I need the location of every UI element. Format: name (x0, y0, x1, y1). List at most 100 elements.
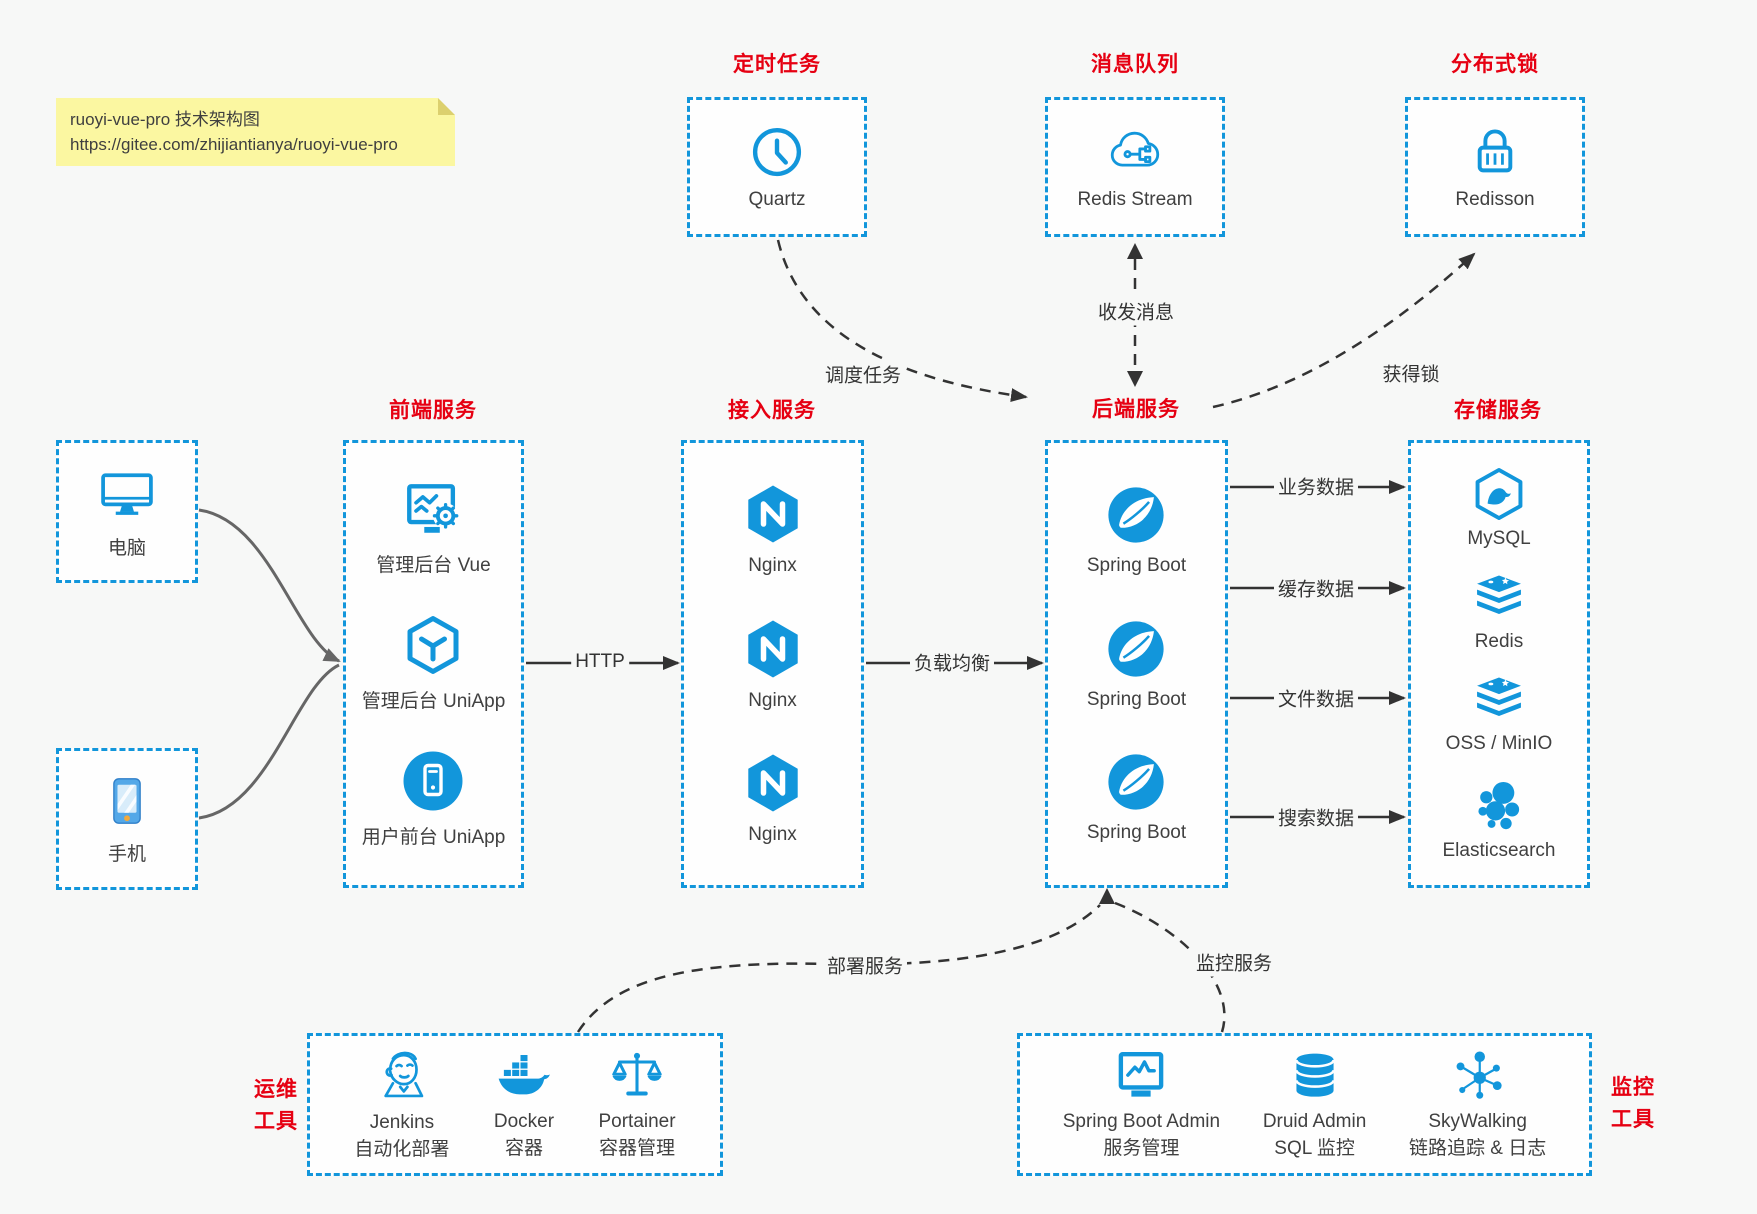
docker-label: Docker (493, 1110, 555, 1132)
group-title-storage: 存储服务 (1454, 399, 1542, 422)
frontend-item-admin-uniapp: 管理后台 UniApp (361, 613, 506, 713)
docker-labels: Docker 容器 (494, 1108, 554, 1162)
druid-labels: Druid Admin SQL 监控 (1263, 1108, 1367, 1162)
pc-client-label: 电脑 (107, 537, 146, 559)
edge-label-search-data: 搜索数据 (1273, 802, 1359, 832)
group-title-frontend: 前端服务 (389, 399, 477, 422)
gateway-box: Nginx Nginx Nginx (681, 440, 864, 888)
skywalking-nodes-icon (1456, 1051, 1502, 1099)
redis-stream-box: Redis Stream (1045, 97, 1225, 237)
nginx-icon (747, 620, 798, 677)
backend-box: Spring Boot Spring Boot Spring Boot (1045, 440, 1228, 888)
spring-boot-admin-icon (1119, 1051, 1164, 1097)
edge-label-acquire-lock: 获得锁 (1378, 358, 1444, 388)
mysql-icon (1475, 467, 1523, 520)
note-fold-corner (438, 98, 455, 115)
ops-title-line2: 工具 (254, 1110, 298, 1133)
spring-boot-icon (1108, 487, 1165, 543)
docker-icon (498, 1054, 550, 1094)
skywalking-labels: SkyWalking 链路追踪 & 日志 (1409, 1108, 1546, 1162)
edge-label-monitor-service: 监控服务 (1191, 947, 1277, 977)
edge-label-load-balance: 负载均衡 (909, 647, 995, 677)
pc-client-item: 电脑 (96, 464, 158, 560)
gateway-item-nginx-1: Nginx (741, 482, 805, 577)
edge-label-deploy-service: 部署服务 (822, 950, 908, 980)
edge-label-messages: 收发消息 (1093, 296, 1179, 326)
elasticsearch-icon (1478, 782, 1520, 830)
pc-client-box: 电脑 (56, 440, 198, 583)
skywalking-sublabel: 链路追踪 & 日志 (1409, 1137, 1547, 1159)
monitor-item-skywalking: SkyWalking 链路追踪 & 日志 (1409, 1048, 1546, 1162)
desktop-icon (101, 472, 153, 515)
sba-sublabel: 服务管理 (1103, 1137, 1180, 1159)
redis-stack-icon (1477, 575, 1521, 614)
jenkins-label: Jenkins (369, 1111, 435, 1133)
spring-boot-label: Spring Boot (1086, 554, 1187, 576)
backend-item-spring-2: Spring Boot (1087, 618, 1186, 711)
storage-item-oss-minio: OSS / MinIO (1445, 675, 1553, 755)
docker-sublabel: 容器 (504, 1137, 543, 1159)
monitor-title-line2: 工具 (1611, 1108, 1655, 1131)
quartz-box: Quartz (687, 97, 867, 237)
druid-sublabel: SQL 监控 (1274, 1137, 1355, 1159)
spring-boot-icon (1108, 754, 1165, 810)
oss-minio-label: OSS / MinIO (1445, 733, 1553, 755)
group-title-backend: 后端服务 (1092, 398, 1180, 421)
elasticsearch-label: Elasticsearch (1442, 840, 1556, 862)
admin-uniapp-label: 管理后台 UniApp (361, 691, 506, 712)
mobile-circle-icon (403, 751, 463, 811)
redis-stream-label: Redis Stream (1077, 188, 1193, 210)
note-title: ruoyi-vue-pro 技术架构图 (70, 110, 260, 129)
group-title-scheduled-task: 定时任务 (733, 53, 821, 76)
redis-stream-item: Redis Stream (1077, 124, 1193, 211)
redisson-box: Redisson (1405, 97, 1585, 237)
admin-vue-label: 管理后台 Vue (376, 555, 491, 576)
nginx-label: Nginx (748, 555, 797, 577)
portainer-scales-icon (612, 1052, 662, 1095)
phone-client-item: 手机 (98, 772, 156, 866)
monitor-item-sba: Spring Boot Admin 服务管理 (1063, 1048, 1220, 1162)
group-title-gateway: 接入服务 (728, 399, 816, 422)
cloud-stream-icon (1110, 131, 1160, 167)
spring-boot-label: Spring Boot (1086, 688, 1187, 710)
jenkins-sublabel: 自动化部署 (354, 1138, 450, 1160)
portainer-label: Portainer (598, 1110, 676, 1132)
edge-label-file-data: 文件数据 (1273, 683, 1359, 713)
ops-item-jenkins: Jenkins 自动化部署 (354, 1047, 449, 1163)
druid-database-icon (1294, 1053, 1335, 1097)
storage-item-redis: Redis (1471, 573, 1527, 653)
druid-label: Druid Admin (1262, 1110, 1367, 1132)
ops-tools-box: Jenkins 自动化部署 Docker 容器 (307, 1033, 723, 1176)
ops-item-portainer: Portainer 容器管理 (598, 1048, 676, 1162)
monitor-tools-box: Spring Boot Admin 服务管理 Druid Admin SQL 监… (1017, 1033, 1592, 1176)
group-title-monitor-tools: 监控 工具 (1611, 1072, 1655, 1136)
edge-label-http: HTTP (571, 650, 629, 674)
frontend-item-user-uniapp: 用户前台 UniApp (361, 749, 506, 849)
group-title-distributed-lock: 分布式锁 (1451, 53, 1539, 76)
edge-label-cache-data: 缓存数据 (1273, 573, 1359, 603)
note-url: https://gitee.com/zhijiantianya/ruoyi-vu… (70, 135, 398, 154)
group-title-ops-tools: 运维 工具 (254, 1074, 298, 1138)
storage-item-elasticsearch: Elasticsearch (1443, 778, 1556, 862)
ops-item-docker: Docker 容器 (494, 1048, 554, 1162)
storage-box: MySQL Redis (1408, 440, 1590, 888)
spring-boot-icon (1108, 620, 1165, 677)
edge-clients-to-frontend (198, 508, 341, 820)
phone-client-box: 手机 (56, 748, 198, 890)
jenkins-labels: Jenkins 自动化部署 (354, 1109, 449, 1163)
mysql-label: MySQL (1467, 527, 1531, 549)
user-uniapp-label: 用户前台 UniApp (361, 827, 506, 848)
backend-item-spring-3: Spring Boot (1087, 751, 1186, 844)
redis-stack-icon (1477, 677, 1521, 717)
jenkins-icon (384, 1051, 424, 1097)
portainer-sublabel: 容器管理 (599, 1137, 676, 1159)
phone-client-label: 手机 (107, 844, 146, 865)
lock-icon (1477, 128, 1513, 172)
nginx-icon (747, 754, 798, 812)
gateway-item-nginx-3: Nginx (741, 751, 805, 846)
monitor-title-line1: 监控 (1611, 1076, 1655, 1099)
smartphone-icon (113, 778, 141, 824)
spring-boot-label: Spring Boot (1086, 822, 1187, 844)
redis-label: Redis (1474, 630, 1524, 652)
